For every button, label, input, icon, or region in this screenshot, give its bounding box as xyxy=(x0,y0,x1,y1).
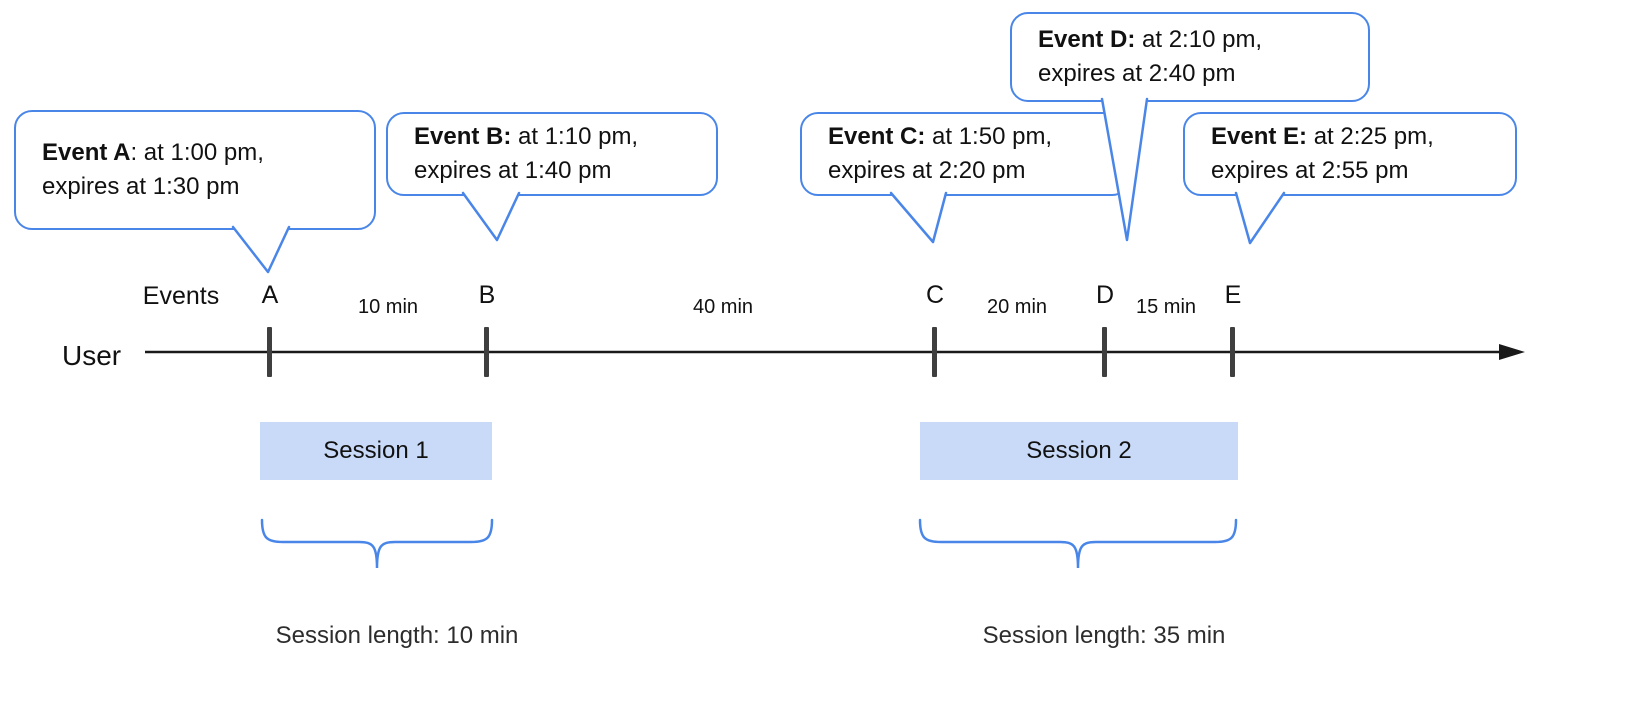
tick-letter-c: C xyxy=(925,281,945,309)
user-row-label: User xyxy=(62,340,122,371)
session-1-length: Session length: 10 min xyxy=(275,622,519,649)
interval-a-b: 10 min xyxy=(357,296,419,318)
callout-event-b: Event B: at 1:10 pm, expires at 1:40 pm xyxy=(386,112,718,196)
interval-c-d: 20 min xyxy=(986,296,1048,318)
interval-d-e: 15 min xyxy=(1135,296,1197,318)
callout-event-e: Event E: at 2:25 pm, expires at 2:55 pm xyxy=(1183,112,1517,196)
session-1-brace xyxy=(260,518,494,569)
event-e-time: at 2:25 pm, xyxy=(1307,123,1434,151)
event-c-time: at 1:50 pm, xyxy=(925,123,1053,151)
arrowhead-icon xyxy=(1499,344,1525,360)
tick-mark-a xyxy=(267,327,272,377)
callout-event-d: Event D: at 2:10 pm, expires at 2:40 pm xyxy=(1010,12,1370,102)
event-d-time: at 2:10 pm, xyxy=(1135,26,1263,54)
tick-letter-a: A xyxy=(261,281,279,309)
callout-tail-b xyxy=(461,191,521,242)
event-e-expiry: expires at 2:55 pm xyxy=(1211,157,1409,184)
callout-tail-c xyxy=(889,191,948,244)
event-b-time: at 1:10 pm, xyxy=(511,123,639,151)
event-c-expiry: expires at 2:20 pm xyxy=(828,157,1026,184)
event-a-time: : at 1:00 pm, xyxy=(130,139,264,167)
session-2-brace xyxy=(918,518,1238,569)
callout-event-b-text: Event B: at 1:10 pm, expires at 1:40 pm xyxy=(414,120,638,187)
tick-letter-d: D xyxy=(1095,281,1115,309)
event-d-expiry: expires at 2:40 pm xyxy=(1038,60,1236,87)
event-b-expiry: expires at 1:40 pm xyxy=(414,157,612,184)
callout-event-c: Event C: at 1:50 pm, expires at 2:20 pm xyxy=(800,112,1130,196)
tick-letter-b: B xyxy=(478,281,496,309)
interval-b-c: 40 min xyxy=(692,296,754,318)
session-1-box: Session 1 xyxy=(260,422,492,480)
callout-tail-a xyxy=(231,225,291,274)
session-2-length: Session length: 35 min xyxy=(982,622,1226,649)
session-1-label: Session 1 xyxy=(323,437,429,464)
callout-event-c-text: Event C: at 1:50 pm, expires at 2:20 pm xyxy=(828,120,1052,187)
event-a-title: Event A xyxy=(42,139,131,167)
session-2-label: Session 2 xyxy=(1026,437,1132,464)
timeline-arrow xyxy=(145,344,1525,360)
event-a-expiry: expires at 1:30 pm xyxy=(42,173,240,200)
tick-mark-b xyxy=(484,327,489,377)
event-e-title: Event E: xyxy=(1211,123,1308,151)
callout-event-a-text: Event A: at 1:00 pm, expires at 1:30 pm xyxy=(42,136,264,203)
event-d-title: Event D: xyxy=(1038,26,1136,54)
session-2-box: Session 2 xyxy=(920,422,1238,480)
callout-event-a: Event A: at 1:00 pm, expires at 1:30 pm xyxy=(14,110,376,230)
callout-tail-d xyxy=(1100,97,1149,242)
callout-event-d-text: Event D: at 2:10 pm, expires at 2:40 pm xyxy=(1038,23,1262,90)
event-b-title: Event B: xyxy=(414,123,512,151)
tick-mark-c xyxy=(932,327,937,377)
tick-mark-d xyxy=(1102,327,1107,377)
callout-tail-e xyxy=(1234,191,1286,245)
event-c-title: Event C: xyxy=(828,123,926,151)
callout-event-e-text: Event E: at 2:25 pm, expires at 2:55 pm xyxy=(1211,120,1434,187)
tick-letter-e: E xyxy=(1224,281,1242,309)
tick-mark-e xyxy=(1230,327,1235,377)
events-row-label: Events xyxy=(142,282,220,310)
